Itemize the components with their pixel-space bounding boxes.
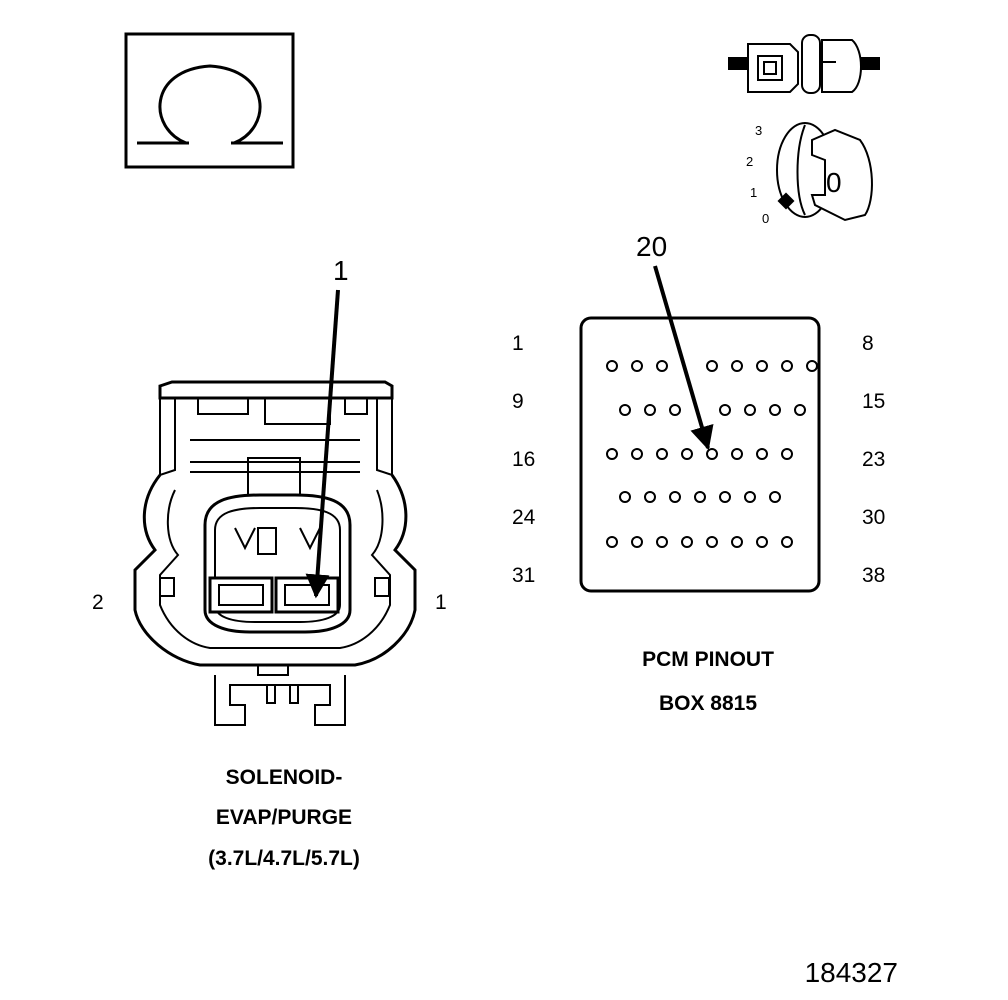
pcm-pin-21 [731,448,743,460]
pcm-pin-5 [731,360,743,372]
callout-20: 20 [636,231,667,262]
connector-disconnect-icon [728,34,880,94]
pcm-row-label-right-4: 30 [862,506,885,529]
pcm-pin-12 [719,404,731,416]
pcm-pinout: 1 9 16 24 31 8 15 23 30 38 20 PCM PINOUT… [512,231,885,715]
pcm-pin-26 [669,491,681,503]
pcm-row-label-left-5: 31 [512,564,535,587]
pcm-row-label-left-4: 24 [512,506,536,529]
pcm-row-label-left-3: 16 [512,448,535,471]
pcm-pin-7 [781,360,793,372]
pcm-pin-18 [656,448,668,460]
ohm-symbol-icon [124,32,295,169]
pcm-caption-line-2: BOX 8815 [659,692,757,715]
callout-20-arrow [653,265,714,451]
pcm-pin-16 [606,448,618,460]
pcm-pin-20 [706,448,718,460]
pcm-pin-31 [606,536,618,548]
ignition-position-1: 1 [750,185,757,200]
pcm-pin-10 [644,404,656,416]
pcm-pin-3 [656,360,668,372]
pcm-pin-29 [744,491,756,503]
pcm-pin-15 [794,404,806,416]
callout-1: 1 [333,255,349,286]
solenoid-caption-line-2: EVAP/PURGE [216,806,352,829]
pcm-pin-35 [706,536,718,548]
pcm-pin-23 [781,448,793,460]
pcm-row-label-left-1: 1 [512,332,524,355]
pcm-pin-36 [731,536,743,548]
pcm-pin-11 [669,404,681,416]
pcm-pin-grid [606,360,818,548]
ignition-key-position-label: 0 [826,167,842,198]
cavity-label-2: 2 [92,591,104,614]
pcm-pin-22 [756,448,768,460]
pcm-pin-1 [606,360,618,372]
pcm-row-label-right-5: 38 [862,564,885,587]
ignition-position-3: 3 [755,123,762,138]
ignition-key-icon: 3 2 1 0 0 [746,122,873,226]
pcm-pin-24 [619,491,631,503]
ignition-position-0: 0 [762,211,769,226]
pcm-pin-2 [631,360,643,372]
pcm-pin-25 [644,491,656,503]
pcm-caption-line-1: PCM PINOUT [642,648,774,671]
pcm-pin-9 [619,404,631,416]
callout-1-arrow [305,289,340,599]
pcm-row-label-right-2: 15 [862,390,885,413]
pcm-pin-6 [756,360,768,372]
pcm-pin-32 [631,536,643,548]
pcm-pin-37 [756,536,768,548]
pcm-pin-19 [681,448,693,460]
pcm-pin-4 [706,360,718,372]
pcm-pin-13 [744,404,756,416]
pcm-row-label-right-3: 23 [862,448,885,471]
pcm-pin-38 [781,536,793,548]
pcm-pin-30 [769,491,781,503]
ignition-position-2: 2 [746,154,753,169]
pcm-pin-8 [806,360,818,372]
figure-number: 184327 [805,957,898,988]
terminal-cavity-2 [208,576,274,614]
solenoid-caption-line-3: (3.7L/4.7L/5.7L) [208,847,360,870]
pcm-pin-27 [694,491,706,503]
solenoid-caption-line-1: SOLENOID- [226,766,343,789]
cavity-label-1: 1 [435,591,447,614]
pcm-connector-face [579,316,821,593]
pcm-pin-28 [719,491,731,503]
pcm-pin-33 [656,536,668,548]
pcm-pin-14 [769,404,781,416]
pcm-pin-34 [681,536,693,548]
pcm-pin-17 [631,448,643,460]
pcm-row-label-left-2: 9 [512,390,524,413]
solenoid-connector: 1 2 1 SOLENOID- EVAP/PURGE (3.7L/4.7L/5.… [92,255,447,870]
pcm-row-label-right-1: 8 [862,332,874,355]
